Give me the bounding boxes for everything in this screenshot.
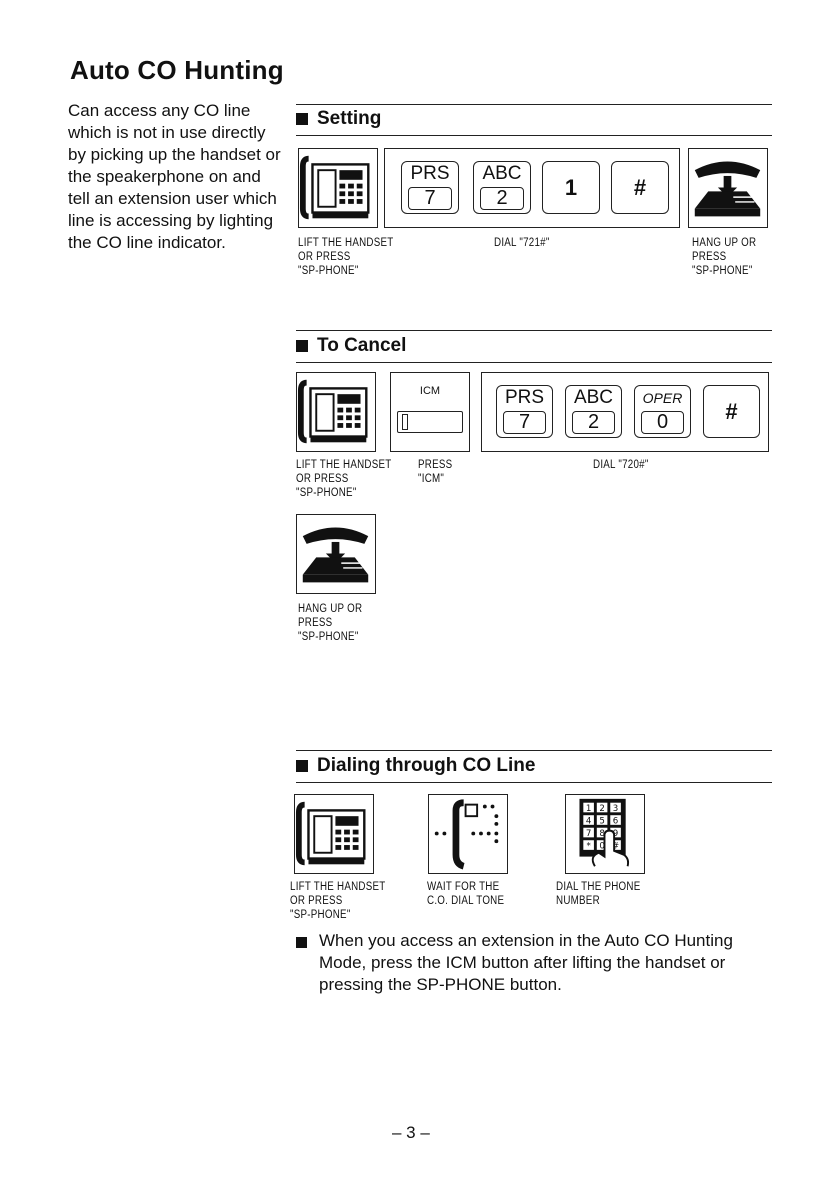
keypad-key-label: 4 <box>586 816 592 826</box>
keypad-key-label: 7 <box>586 829 592 839</box>
keypad-key <box>610 815 621 825</box>
section-heading-setting: Setting <box>296 108 381 130</box>
lift-handset-icon <box>296 372 376 452</box>
keypad-key <box>583 802 594 813</box>
bullet-square <box>296 113 308 125</box>
bullet-square <box>296 937 307 948</box>
keypad-key <box>583 827 594 838</box>
bullet-square <box>296 760 308 772</box>
keypad-key-label: # <box>612 841 619 851</box>
intro-paragraph: Can access any CO line which is not in u… <box>68 101 281 252</box>
keypad-key-label: 0 <box>599 841 605 851</box>
keypad-key <box>596 827 608 838</box>
divider <box>296 362 772 363</box>
caption-lift: LIFT THE HANDSET OR PRESS "SP-PHONE" <box>296 459 392 499</box>
divider <box>296 135 772 136</box>
caption-dial: DIAL "720#" <box>593 459 649 471</box>
section-heading-cancel: To Cancel <box>296 335 406 357</box>
keypad-key <box>596 802 608 813</box>
key-1: 1 <box>542 161 600 214</box>
keypad-key-label: * <box>586 841 591 851</box>
caption-wait-tone: WAIT FOR THE C.O. DIAL TONE <box>427 881 505 907</box>
divider <box>296 330 772 331</box>
keypad-key <box>610 827 621 838</box>
caption-lift: LIFT THE HANDSET OR PRESS "SP-PHONE" <box>290 881 386 921</box>
keypad-key-label: 8 <box>599 829 605 839</box>
keypad-key-label: 2 <box>599 804 605 814</box>
lift-handset-icon <box>298 148 378 228</box>
dial-tone-icon <box>428 794 508 874</box>
key-hash: # <box>611 161 669 214</box>
keypad-key <box>583 840 594 850</box>
key-hash: # <box>703 385 760 438</box>
lift-handset-icon <box>294 794 374 874</box>
keypad-key-label: 6 <box>613 816 619 826</box>
keypad-key-label: 9 <box>613 829 619 839</box>
keypad-key-label: 1 <box>586 804 592 814</box>
caption-lift: LIFT THE HANDSET OR PRESS "SP-PHONE" <box>298 237 394 277</box>
caption-press-icm: PRESS "ICM" <box>418 459 453 485</box>
keypad-key-label: 3 <box>613 804 619 814</box>
divider <box>296 750 772 751</box>
page-number: – 3 – <box>392 1123 430 1142</box>
hang-up-icon <box>296 514 376 594</box>
section-heading-dialing: Dialing through CO Line <box>296 755 535 777</box>
bullet-square <box>296 340 308 352</box>
caption-dial-number: DIAL THE PHONE NUMBER <box>556 881 641 907</box>
hang-up-icon <box>688 148 768 228</box>
keypad-key-label: 5 <box>599 816 605 826</box>
keypad-key <box>596 840 608 850</box>
caption-hangup: HANG UP OR PRESS "SP-PHONE" <box>298 603 363 643</box>
caption-dial: DIAL "721#" <box>494 237 550 249</box>
keypad-key <box>596 815 608 825</box>
caption-hangup: HANG UP OR PRESS "SP-PHONE" <box>692 237 757 277</box>
icm-button-icon: ICM <box>390 372 470 452</box>
keypad-key <box>610 840 621 850</box>
divider <box>296 104 772 105</box>
page-title: Auto CO Hunting <box>70 55 284 85</box>
keypad-key <box>610 802 621 813</box>
divider <box>296 782 772 783</box>
keypad-key <box>583 815 594 825</box>
